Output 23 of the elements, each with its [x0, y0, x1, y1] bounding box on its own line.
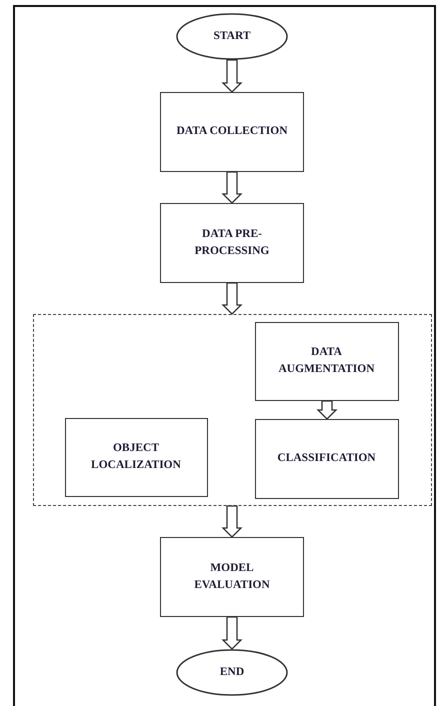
node-label: OBJECT LOCALIZATION	[90, 440, 182, 473]
node-label: CLASSIFICATION	[276, 450, 377, 466]
node-label: DATA COLLECTION	[175, 124, 289, 140]
node-label: DATA AUGMENTATION	[277, 344, 376, 377]
block-arrow	[316, 400, 338, 420]
terminal-ellipse	[176, 649, 288, 696]
process-box	[160, 92, 304, 172]
block-arrow	[221, 59, 243, 93]
process-box	[64, 418, 208, 496]
process-box	[160, 203, 304, 283]
terminal-ellipse	[176, 13, 288, 60]
process-box	[160, 537, 304, 617]
node-label: END	[218, 664, 246, 680]
node-label: START	[212, 28, 252, 44]
dashed-group-box	[33, 314, 432, 506]
block-arrow	[221, 616, 243, 650]
block-arrow	[221, 171, 243, 204]
process-box	[254, 418, 398, 498]
process-box	[254, 322, 398, 400]
block-arrow	[221, 282, 243, 315]
node-label: MODEL EVALUATION	[193, 560, 271, 593]
block-arrow	[221, 505, 243, 538]
node-label: DATA PRE-PROCESSING	[194, 226, 270, 259]
